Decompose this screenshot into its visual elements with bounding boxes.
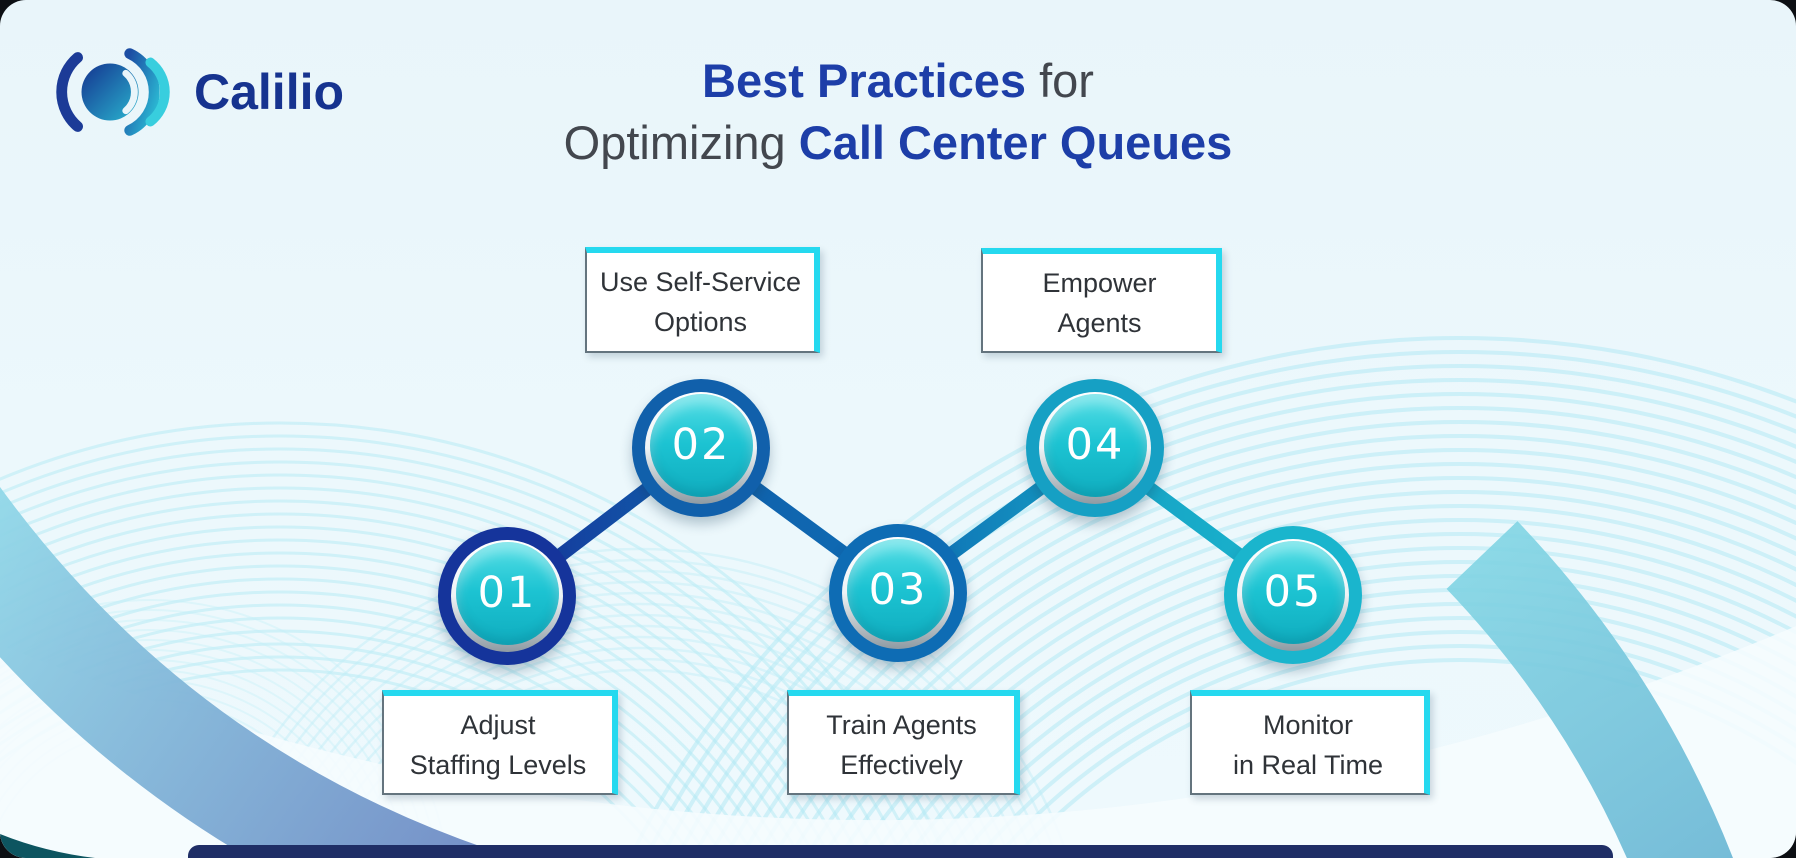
step-label-01: Adjust Staffing Levels <box>382 690 618 795</box>
step-node-02: 02 <box>632 379 770 517</box>
step-number-04: 04 <box>1043 393 1147 497</box>
step-label-line: Adjust <box>460 709 536 740</box>
calilio-logo-icon <box>56 48 170 136</box>
step-number-02: 02 <box>649 393 753 497</box>
step-label-04: Empower Agents <box>981 248 1222 353</box>
step-label-02: Use Self-Service Options <box>585 247 820 353</box>
step-label-line: in Real Time <box>1232 749 1384 780</box>
left-ribbon <box>0 486 488 858</box>
step-label-line: Agents <box>1057 307 1142 338</box>
brand-name: Calilio <box>194 64 345 120</box>
step-label-line: Options <box>653 307 748 337</box>
title-line-2: Optimizing Call Center Queues <box>563 116 1233 169</box>
step-label-line: Train Agents <box>826 709 977 740</box>
step-number-01: 01 <box>455 541 559 645</box>
bottom-left-teal-wedge <box>0 834 95 858</box>
ripple-arcs <box>0 336 1796 858</box>
page-title: Best Practices for Optimizing Call Cente… <box>0 50 1796 174</box>
light-valley-shape <box>0 626 1796 858</box>
title-line-1: Best Practices for <box>702 54 1094 107</box>
step-node-04: 04 <box>1026 379 1164 517</box>
step-node-05: 05 <box>1224 526 1362 664</box>
step-number-05: 05 <box>1241 540 1345 644</box>
step-label-line: Use Self-Service <box>599 267 802 297</box>
node-bevel: 04 <box>1039 392 1151 504</box>
step-label-line: Staffing Levels <box>409 749 587 780</box>
right-ribbon <box>1446 521 1733 858</box>
step-number-03: 03 <box>846 538 950 642</box>
brand-logo: Calilio <box>52 42 344 142</box>
node-bevel: 02 <box>645 392 757 504</box>
step-label-05: Monitor in Real Time <box>1190 690 1430 795</box>
step-label-line: Empower <box>1042 267 1157 298</box>
step-label-03: Train Agents Effectively <box>787 690 1020 795</box>
step-node-03: 03 <box>829 524 967 662</box>
step-label-line: Effectively <box>840 749 963 780</box>
bottom-navy-bar <box>188 845 1613 858</box>
node-bevel: 01 <box>451 540 563 652</box>
node-bevel: 03 <box>842 537 954 649</box>
step-label-line: Monitor <box>1262 709 1354 740</box>
step-node-01: 01 <box>438 527 576 665</box>
node-bevel: 05 <box>1237 539 1349 651</box>
